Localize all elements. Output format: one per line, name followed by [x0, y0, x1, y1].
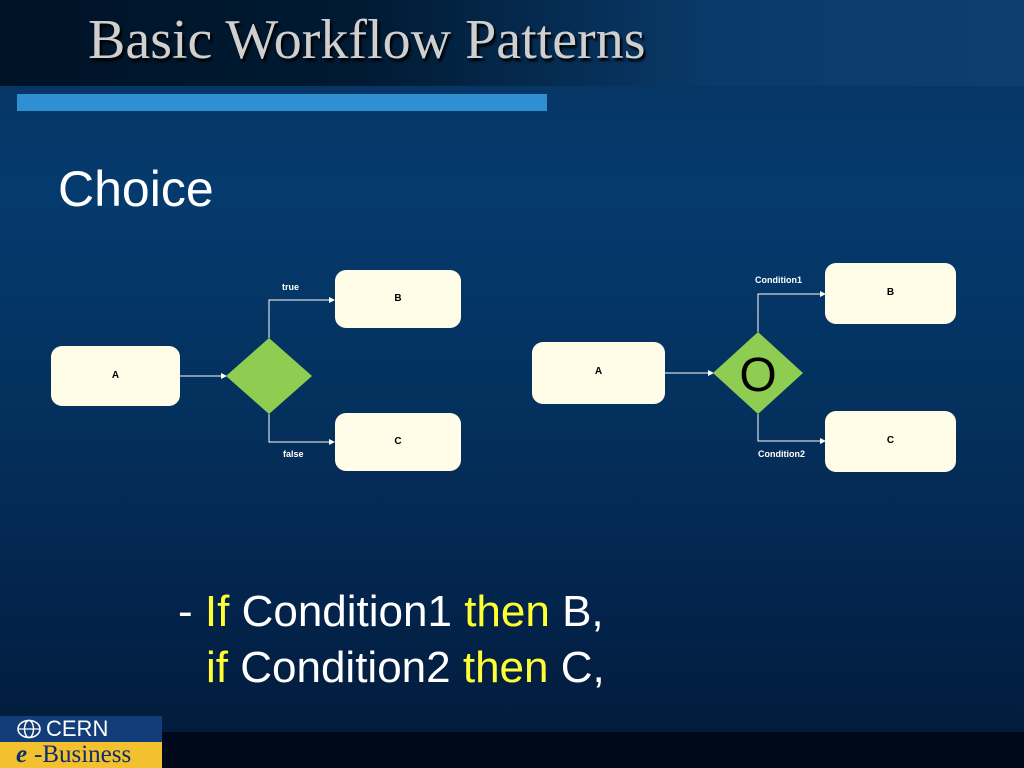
bullet-dash: - [178, 587, 193, 636]
description-line-2: if Condition2 then C, [178, 640, 605, 696]
right-node-b-label: B [886, 287, 895, 298]
description-line-1: - If Condition1 then B, [178, 584, 605, 640]
keyword-then: then [462, 643, 549, 692]
left-node-b-label: B [394, 293, 402, 304]
title-underline [17, 94, 547, 111]
logo-e-letter: e [16, 741, 28, 768]
left-label-false: false [283, 449, 304, 459]
left-label-true: true [282, 282, 300, 292]
cern-ebusiness-logo: CERN e -Business [0, 716, 162, 768]
choice-description: - If Condition1 then B, if Condition2 th… [178, 584, 605, 752]
right-node-b: B [825, 263, 956, 324]
slide-subtitle: Choice [58, 161, 214, 217]
left-gateway-diamond [226, 338, 312, 414]
left-node-a-label: A [111, 370, 120, 381]
left-node-a: A [51, 346, 180, 406]
right-label-condition2: Condition2 [758, 449, 805, 459]
right-node-c-label: C [886, 435, 895, 446]
keyword-if: If [204, 587, 230, 636]
footer-bar [0, 732, 1024, 768]
left-node-b: B [335, 270, 461, 328]
logo-cern-band: CERN [0, 716, 162, 742]
keyword-if: if [206, 643, 228, 692]
right-edge-gateway-b [757, 291, 826, 332]
right-edge-gateway-c [757, 414, 826, 444]
logo-business-text: -Business [34, 741, 132, 768]
logo-cern-text: CERN [46, 716, 109, 741]
left-edge-gateway-b [268, 297, 335, 338]
keyword-then: then [464, 587, 550, 636]
result-c-text: C, [560, 643, 605, 692]
logo-ebusiness-band: e -Business [0, 742, 162, 768]
condition1-text: Condition1 [241, 587, 452, 636]
right-node-a: A [532, 342, 665, 404]
left-edge-gateway-c [268, 414, 335, 445]
result-b-text: B, [562, 587, 604, 636]
title-bar [0, 0, 1024, 86]
condition2-text: Condition2 [240, 643, 451, 692]
right-gateway-diamond [713, 332, 803, 414]
slide-title: Basic Workflow Patterns [88, 9, 646, 71]
cern-icon [17, 719, 41, 739]
right-gateway-symbol: O [739, 349, 776, 402]
right-node-c: C [825, 411, 956, 472]
right-label-condition1: Condition1 [755, 275, 802, 285]
right-node-a-label: A [594, 366, 603, 377]
left-node-c-label: C [394, 436, 402, 447]
left-node-c: C [335, 413, 461, 471]
